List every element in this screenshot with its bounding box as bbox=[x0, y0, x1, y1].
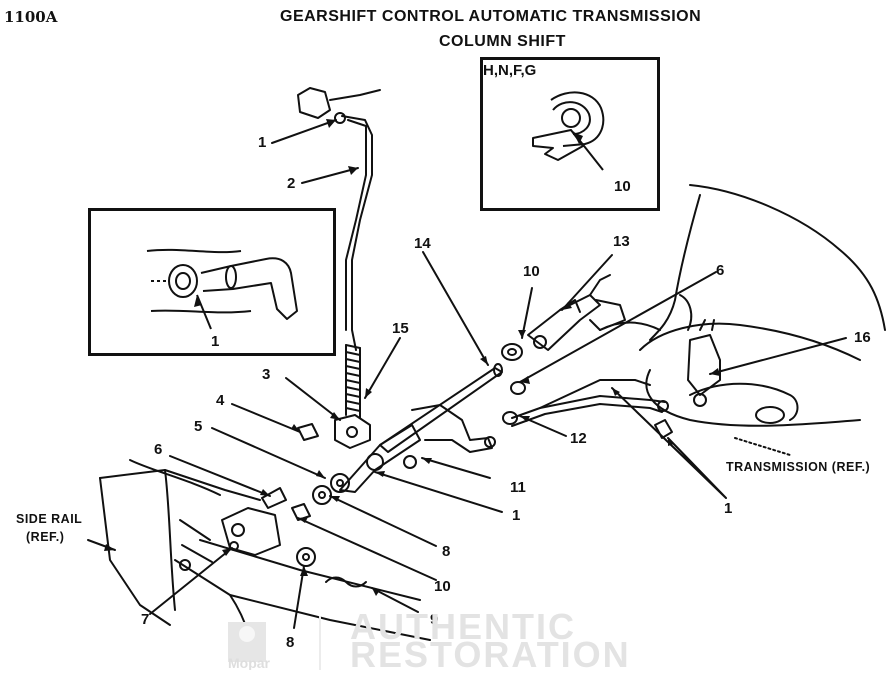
transmission-housing bbox=[689, 184, 886, 331]
callout-2: 2 bbox=[287, 175, 296, 192]
callout-15: 15 bbox=[392, 320, 409, 337]
callout-14: 14 bbox=[414, 235, 431, 252]
callout-8-middle: 8 bbox=[442, 543, 451, 560]
callout-10-middle: 10 bbox=[523, 263, 540, 280]
inset-detail-left bbox=[88, 208, 336, 356]
inset-left-illustration bbox=[146, 248, 298, 330]
inset-detail-top: H,N,F,G bbox=[480, 57, 660, 211]
inset-model-codes: H,N,F,G bbox=[483, 62, 537, 79]
shift-rod bbox=[341, 115, 373, 351]
mopar-logo-icon: Mopar bbox=[228, 616, 321, 670]
diagram-subtitle: COLUMN SHIFT bbox=[439, 33, 566, 50]
transmission-rod bbox=[511, 395, 666, 419]
callout-16: 16 bbox=[854, 329, 871, 346]
watermark-line-1: AUTHENTIC bbox=[350, 606, 576, 647]
callout-4: 4 bbox=[216, 392, 225, 409]
side-rail-label: SIDE RAIL bbox=[16, 512, 83, 526]
watermark: Mopar AUTHENTIC RESTORATION bbox=[220, 606, 640, 675]
callout-7: 7 bbox=[141, 611, 150, 628]
callout-10-lower: 10 bbox=[434, 578, 451, 595]
callout-8-lower: 8 bbox=[286, 634, 295, 651]
callout-1-right: 1 bbox=[724, 500, 733, 517]
watermark-logo-text: Mopar bbox=[228, 655, 271, 670]
callout-5: 5 bbox=[194, 418, 203, 435]
inset-top-illustration bbox=[532, 91, 605, 171]
callout-1-middle: 1 bbox=[512, 507, 521, 524]
callout-12: 12 bbox=[570, 430, 587, 447]
page-code: 1100A bbox=[4, 8, 58, 26]
callout-13: 13 bbox=[613, 233, 630, 250]
upper-lever bbox=[527, 294, 601, 351]
side-rail-ref-label: (REF.) bbox=[26, 530, 65, 544]
callout-10-inset: 10 bbox=[614, 178, 631, 195]
side-rail bbox=[99, 469, 261, 501]
callout-9: 9 bbox=[430, 611, 439, 628]
callout-1-inset: 1 bbox=[211, 333, 220, 350]
adjuster-spring bbox=[345, 344, 361, 412]
transmission-ref-label: TRANSMISSION (REF.) bbox=[726, 460, 871, 474]
callout-3: 3 bbox=[262, 366, 271, 383]
callout-6-right: 6 bbox=[716, 262, 725, 279]
watermark-line-2: RESTORATION bbox=[350, 634, 631, 675]
callout-11: 11 bbox=[510, 479, 526, 496]
diagram-title: GEARSHIFT CONTROL AUTOMATIC TRANSMISSION bbox=[280, 8, 702, 25]
callout-6-left: 6 bbox=[154, 441, 163, 458]
transmission-lever bbox=[687, 334, 721, 396]
callout-1-top: 1 bbox=[258, 134, 267, 151]
